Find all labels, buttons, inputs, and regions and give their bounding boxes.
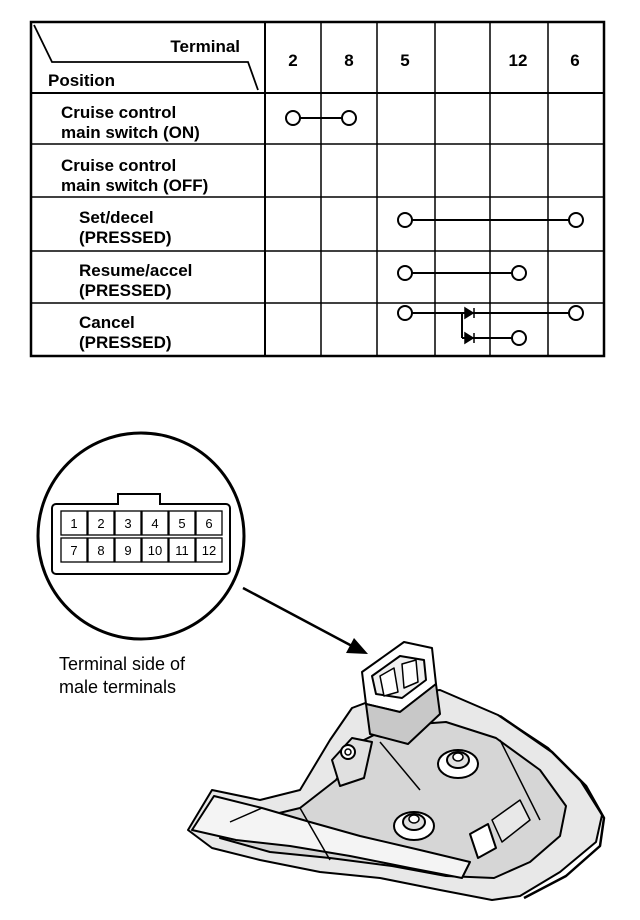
diode-icon bbox=[464, 306, 475, 345]
terminal-mark bbox=[511, 330, 527, 346]
row-label-main-off-1: Cruise control bbox=[61, 156, 176, 175]
terminal-mark bbox=[397, 305, 413, 321]
pin-1: 1 bbox=[70, 516, 77, 531]
switch-assembly-illustration bbox=[187, 641, 606, 901]
pin-5: 5 bbox=[178, 516, 185, 531]
row-label-main-on-1: Cruise control bbox=[61, 103, 176, 122]
pointer-arrow bbox=[242, 586, 368, 654]
pin-2: 2 bbox=[97, 516, 104, 531]
column-headers: 2 8 5 12 6 bbox=[288, 51, 579, 70]
pin-6: 6 bbox=[205, 516, 212, 531]
pin-3: 3 bbox=[124, 516, 131, 531]
terminal-mark bbox=[397, 265, 413, 281]
terminal-mark bbox=[511, 265, 527, 281]
pin-9: 9 bbox=[124, 543, 131, 558]
row-label-main-off-2: main switch (OFF) bbox=[61, 176, 208, 195]
row-label-resume-1: Resume/accel bbox=[79, 261, 192, 280]
column-header-5: 5 bbox=[400, 51, 409, 70]
column-header-12: 12 bbox=[509, 51, 528, 70]
terminal-mark bbox=[397, 212, 413, 228]
row-labels: Cruise control main switch (ON) Cruise c… bbox=[61, 103, 208, 352]
pin-8: 8 bbox=[97, 543, 104, 558]
continuity-links bbox=[285, 110, 584, 346]
row-label-main-on-2: main switch (ON) bbox=[61, 123, 200, 142]
pin-7: 7 bbox=[70, 543, 77, 558]
row-label-set-1: Set/decel bbox=[79, 208, 154, 227]
header-position: Position bbox=[48, 71, 115, 90]
pin-4: 4 bbox=[151, 516, 158, 531]
caption-line-1: Terminal side of bbox=[59, 654, 186, 674]
pin-11: 11 bbox=[175, 543, 189, 558]
terminal-mark bbox=[568, 212, 584, 228]
header-terminal: Terminal bbox=[170, 37, 240, 56]
row-label-resume-2: (PRESSED) bbox=[79, 281, 172, 300]
terminal-mark bbox=[341, 110, 357, 126]
column-header-2: 2 bbox=[288, 51, 297, 70]
column-header-8: 8 bbox=[344, 51, 353, 70]
caption-line-2: male terminals bbox=[59, 677, 176, 697]
row-label-cancel-1: Cancel bbox=[79, 313, 135, 332]
column-header-6: 6 bbox=[570, 51, 579, 70]
row-label-cancel-2: (PRESSED) bbox=[79, 333, 172, 352]
pin-12: 12 bbox=[202, 543, 216, 558]
row-label-set-2: (PRESSED) bbox=[79, 228, 172, 247]
terminal-mark bbox=[285, 110, 301, 126]
continuity-table bbox=[29, 20, 606, 358]
pin-10: 10 bbox=[148, 543, 162, 558]
connector-callout: 1 2 3 4 5 6 7 8 9 10 11 12 bbox=[36, 431, 246, 641]
terminal-mark bbox=[568, 305, 584, 321]
